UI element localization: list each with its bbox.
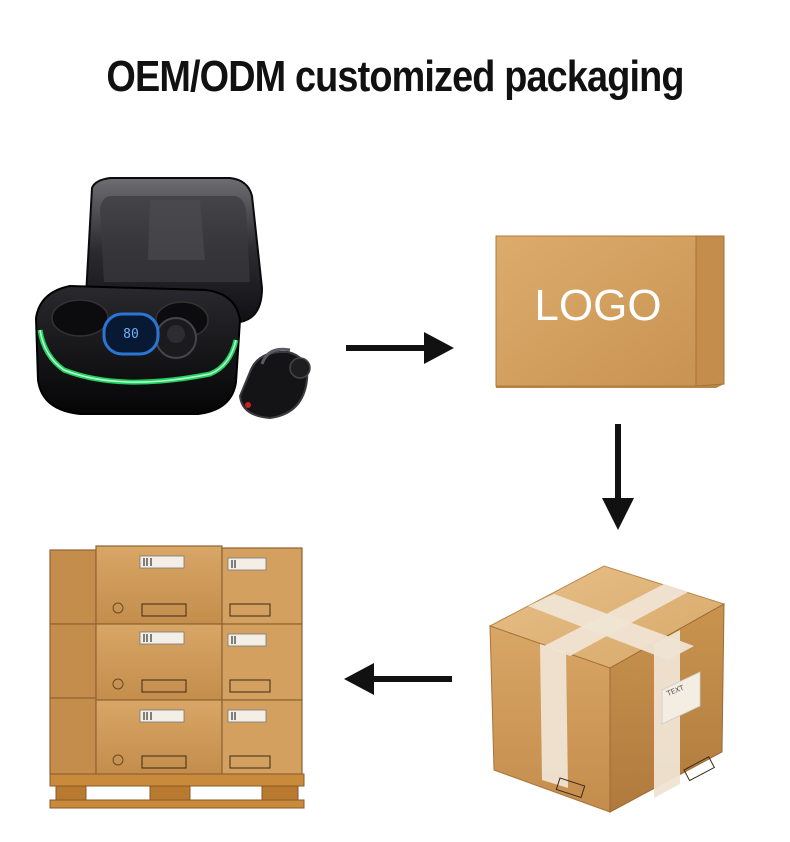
box-logo-label: LOGO [534, 281, 661, 330]
retail-box-image: LOGO [495, 235, 725, 388]
arrow-right [346, 332, 454, 364]
palletized-cartons-image [49, 545, 305, 809]
earbuds-case-image: 80 [34, 177, 311, 420]
page-title: OEM/ODM customized packaging [106, 52, 684, 101]
shipping-carton-image: TEXT [488, 565, 726, 813]
battery-display-text: 80 [123, 327, 139, 342]
arrow-left [344, 663, 452, 695]
arrow-down [602, 424, 634, 530]
